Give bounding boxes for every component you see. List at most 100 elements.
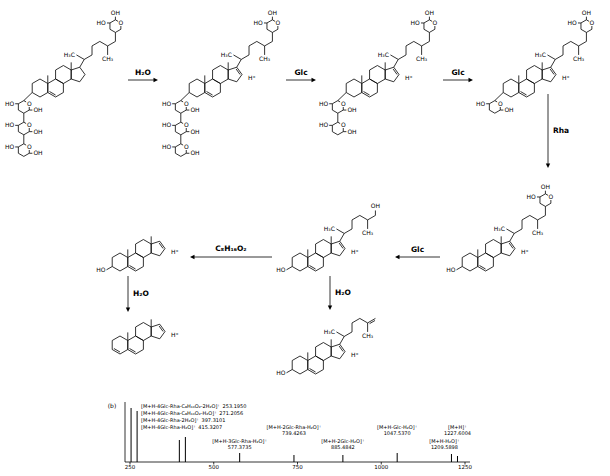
side-chain-bond: [360, 318, 368, 323]
side-chain-bond: [76, 55, 84, 60]
ion-label: [M+H-2Glc-Rha-H₂O]⁺: [267, 425, 322, 430]
spectrum-peak: [185, 437, 186, 462]
reaction-label: H₂O: [133, 290, 149, 298]
arrow-head: [190, 255, 195, 259]
bond-line: [375, 210, 376, 215]
double-bond: [480, 266, 486, 270]
methyl-label: H₃C: [377, 52, 389, 58]
side-chain-bond: [360, 215, 368, 220]
side-chain-bond: [406, 41, 414, 46]
arrow-head: [328, 306, 332, 311]
side-chain-bond: [92, 46, 93, 55]
bond-line: [578, 22, 581, 23]
hydroxyl-label: HO: [567, 20, 577, 26]
methyl-label: CH₃: [532, 230, 544, 236]
steroid-ring: [213, 66, 229, 84]
bond-line: [586, 17, 587, 20]
glycosidic-bond: [181, 93, 189, 101]
side-chain-bond: [522, 220, 523, 229]
glycosidic-bond: [495, 93, 503, 101]
side-chain-bond: [538, 215, 546, 220]
hydroxyl-label: OH: [190, 129, 200, 135]
axis-tick-label: 500: [209, 465, 220, 471]
side-chain-bond: [100, 41, 108, 46]
hydroxyl-label: OH: [581, 10, 591, 16]
bond-line: [287, 267, 293, 270]
side-chain-bond: [551, 59, 556, 67]
steroid-ring: [331, 344, 345, 359]
double-bond: [130, 266, 136, 270]
bond-line: [15, 146, 18, 147]
double-bond: [310, 369, 316, 373]
glycosidic-bond: [337, 113, 338, 122]
hydroxyl-label: OH: [33, 150, 43, 156]
hydroxyl-label: HO: [276, 370, 286, 376]
reaction-label: H₂O: [335, 289, 351, 297]
steroid-ring: [151, 241, 165, 256]
side-chain-bond: [340, 233, 345, 241]
methyl-bond: [307, 352, 308, 360]
axis-tick: [381, 462, 382, 465]
steroid-ring: [462, 253, 478, 271]
steroid-ring: [136, 240, 152, 258]
methyl-bond: [331, 339, 332, 347]
double-bond: [521, 92, 527, 96]
side-chain-bond: [522, 215, 530, 220]
steroid-ring: [316, 240, 332, 258]
side-chain-bond: [233, 55, 241, 60]
arrow-head: [154, 78, 159, 82]
methyl-bond: [71, 62, 72, 70]
reaction-label: H₂O: [135, 69, 151, 77]
mz-value: 1047.5370: [384, 431, 411, 436]
methyl-bond: [127, 249, 128, 257]
bond-line: [172, 125, 175, 126]
axis-tick-label: 1250: [458, 465, 472, 471]
steroid-ring: [527, 66, 543, 84]
glycosidic-bond: [23, 113, 24, 122]
ion-label: [M+H-4Glc-Rha-C₈H₁₆O₂-2H₂O]⁺: [141, 404, 220, 409]
side-chain-bond: [352, 220, 353, 229]
axis-tick: [130, 462, 131, 465]
glycosidic-bond: [180, 113, 181, 122]
side-chain-bond: [563, 41, 571, 46]
methyl-label: H₃C: [220, 52, 232, 58]
spectrum-peak: [342, 455, 343, 462]
steroid-ring: [228, 67, 242, 82]
axis-tick-label: 750: [292, 465, 303, 471]
charge-label: H⁺: [404, 75, 413, 81]
reaction-arrow: [443, 80, 469, 81]
hydroxyl-label: OH: [33, 107, 43, 113]
methyl-bond: [361, 75, 362, 83]
double-bond: [364, 92, 370, 96]
hydroxyl-label: HO: [276, 267, 286, 273]
bond-line: [545, 191, 546, 194]
steroid-ring: [385, 67, 399, 82]
double-bond: [339, 346, 343, 351]
hydroxyl-label: HO: [410, 20, 420, 26]
methyl-bond: [501, 236, 502, 244]
methyl-bond: [307, 249, 308, 257]
spectrum-peak: [179, 440, 180, 462]
hydroxyl-label: OH: [267, 10, 277, 16]
double-bond: [159, 326, 163, 331]
side-chain-bond: [344, 332, 352, 337]
hydroxyl-label: HO: [253, 20, 263, 26]
hydroxyl-label: OH: [110, 10, 120, 16]
hydroxyl-label: OH: [347, 107, 357, 113]
side-chain-bond: [241, 55, 249, 60]
side-chain-bond: [249, 46, 250, 55]
side-chain-bond: [571, 41, 579, 46]
bond-line: [107, 267, 113, 270]
hydroxyl-label: HO: [4, 144, 14, 150]
ring-oxygen: O: [26, 101, 32, 107]
ring-oxygen: O: [183, 144, 189, 150]
methyl-label: CH₃: [573, 56, 585, 62]
side-chain-bond: [547, 55, 555, 60]
bond-line: [172, 146, 175, 147]
spectrum-axis: [125, 402, 126, 462]
steroid-ring: [112, 336, 128, 354]
hydroxyl-label: OH: [190, 150, 200, 156]
steroid-ring: [501, 241, 515, 256]
hydroxyl-label: HO: [446, 267, 456, 273]
methyl-bond: [518, 75, 519, 83]
